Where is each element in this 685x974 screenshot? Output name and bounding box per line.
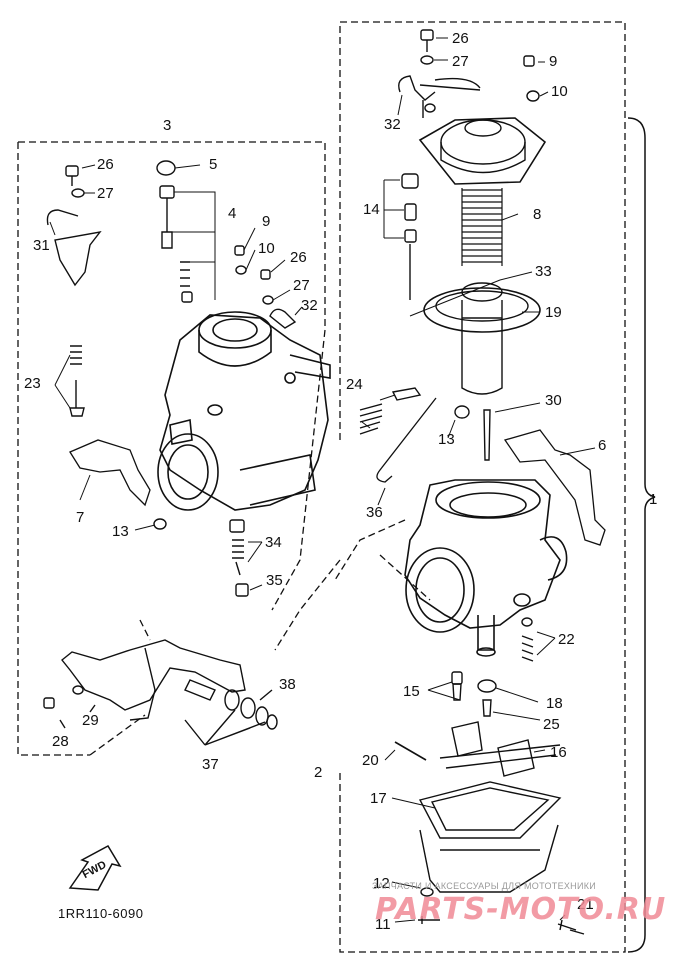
- top-cover: [418, 117, 547, 185]
- link-plate-6: [503, 429, 606, 546]
- float-bowl: [418, 781, 562, 893]
- callout-32-top: 32: [384, 116, 401, 133]
- float-16: [439, 721, 561, 777]
- fwd-arrow-shape: [68, 845, 122, 891]
- callout-26-left: 26: [97, 156, 114, 173]
- needle-set-14: [401, 173, 419, 300]
- callout-33: 33: [535, 263, 552, 280]
- callout-5: 5: [209, 156, 218, 173]
- main-jet-15: [451, 671, 463, 701]
- callout-37: 37: [202, 756, 219, 773]
- screw-22: [521, 617, 534, 662]
- callout-31: 31: [33, 237, 50, 254]
- callout-26-mid: 26: [290, 249, 307, 266]
- callout-30: 30: [545, 392, 562, 409]
- callout-14: 14: [363, 201, 380, 218]
- bracket-32: [398, 75, 481, 101]
- callout-11: 11: [375, 916, 391, 933]
- callout-32-left: 32: [301, 297, 318, 314]
- group-1-bracket: [627, 117, 656, 953]
- callout-19: 19: [545, 304, 562, 321]
- callout-12: 12: [373, 875, 390, 892]
- callout-9: 9: [549, 53, 558, 70]
- callout-9-left: 9: [262, 213, 271, 230]
- callout-26-top: 26: [452, 30, 469, 47]
- leader-lines: [49, 37, 596, 923]
- callout-6: 6: [598, 437, 607, 454]
- callout-3: 3: [163, 117, 172, 134]
- screw-set-23: [69, 345, 85, 417]
- callout-10: 10: [551, 83, 568, 100]
- callout-1: 1: [649, 491, 658, 508]
- figure-code: 1RR110-6090: [58, 906, 144, 921]
- callout-13-left: 13: [112, 523, 129, 540]
- callout-2: 2: [314, 764, 323, 781]
- watermark-brand: PARTS-MOTO.RU: [375, 892, 667, 927]
- callout-38: 38: [279, 676, 296, 693]
- screw-24: [359, 387, 422, 435]
- callout-24: 24: [346, 376, 363, 393]
- callout-25: 25: [543, 716, 560, 733]
- callout-15: 15: [403, 683, 420, 700]
- callout-17: 17: [370, 790, 387, 807]
- carb-body-right: [404, 479, 568, 657]
- callout-21: 21: [577, 896, 594, 913]
- group-boundaries: [17, 21, 626, 953]
- carb-body-left: [157, 311, 331, 511]
- callout-27-left: 27: [97, 185, 114, 202]
- callout-16: 16: [550, 744, 567, 761]
- callout-27-top: 27: [452, 53, 469, 70]
- callout-22: 22: [558, 631, 575, 648]
- needle-4: [159, 185, 193, 303]
- throttle-linkage-bracket: [43, 639, 246, 721]
- top-screw-26-27: [420, 29, 434, 65]
- callout-13-right: 13: [438, 431, 455, 448]
- callout-27-mid: 27: [293, 277, 310, 294]
- drain-screw-11: [418, 916, 440, 924]
- callout-4: 4: [228, 205, 237, 222]
- callout-35: 35: [266, 572, 283, 589]
- bracket-31: [46, 209, 102, 287]
- callout-36: 36: [366, 504, 383, 521]
- float-pin-20: [394, 741, 427, 761]
- callout-20: 20: [362, 752, 379, 769]
- cable-36: [376, 397, 437, 483]
- callout-7: 7: [76, 509, 85, 526]
- screw-21: [557, 919, 585, 935]
- watermark-caption: ЗАПЧАСТИ И АКСЕССУАРЫ ДЛЯ МОТОТЕХНИКИ: [372, 881, 597, 891]
- needle-jet-30: [483, 409, 491, 461]
- spring-assembly-37-38: [184, 679, 278, 746]
- callout-29: 29: [82, 712, 99, 729]
- spring-8: [461, 188, 503, 266]
- callout-34: 34: [265, 534, 282, 551]
- pilot-screw-34: [229, 519, 245, 576]
- link-plate-7: [69, 439, 151, 507]
- callout-18: 18: [546, 695, 563, 712]
- diaphragm-piston: [423, 282, 541, 395]
- callout-28: 28: [52, 733, 69, 750]
- callout-23: 23: [24, 375, 41, 392]
- callout-8: 8: [533, 206, 542, 223]
- callout-10-left: 10: [258, 240, 275, 257]
